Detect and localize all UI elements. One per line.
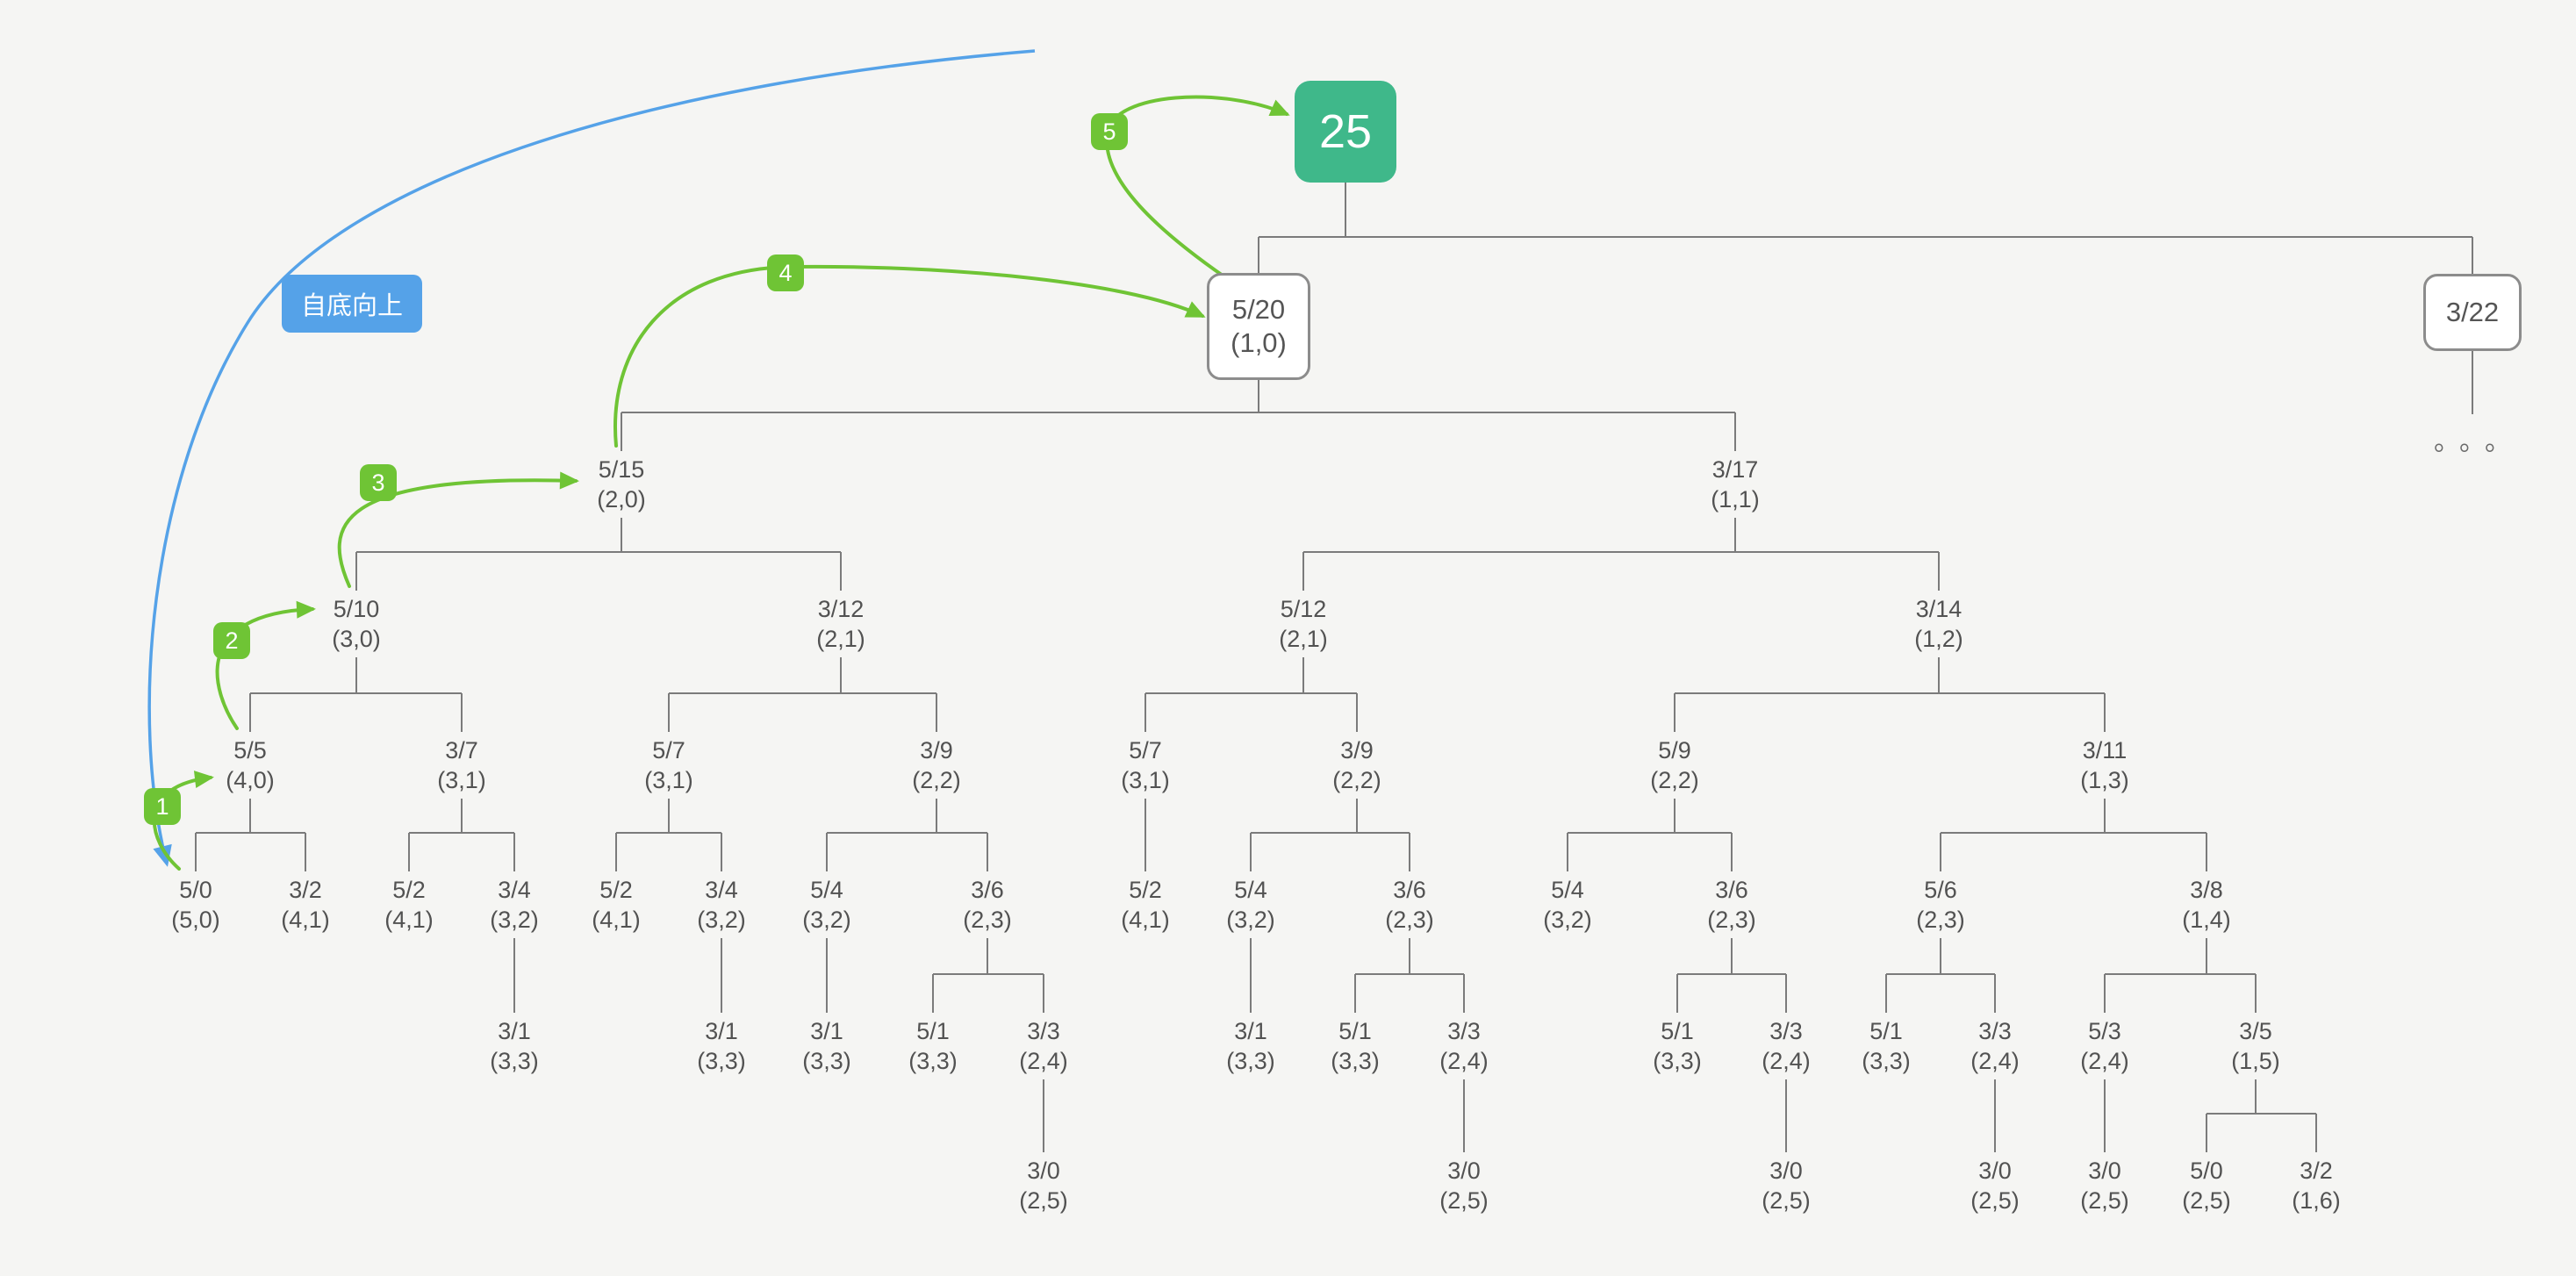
tree-node: 3/1(3,3) bbox=[697, 1018, 746, 1074]
tree-node: 5/2(4,1) bbox=[384, 877, 434, 933]
tree-node: 3/9(2,2) bbox=[1332, 737, 1381, 793]
tree-node: 5/6(2,3) bbox=[1916, 877, 1965, 933]
tree-node: 5/7(3,1) bbox=[644, 737, 693, 793]
tree-node: 5/10(3,0) bbox=[332, 596, 381, 652]
tree-node: 5/0(2,5) bbox=[2182, 1158, 2231, 1214]
tree-node: 3/0(2,5) bbox=[1439, 1158, 1489, 1214]
tree-node: 3/14(1,2) bbox=[1914, 596, 1963, 652]
tree-node: 5/5(4,0) bbox=[226, 737, 275, 793]
bottom-up-arrow bbox=[147, 49, 1036, 867]
tree-node: 3/6(2,3) bbox=[1385, 877, 1434, 933]
tree-node: 5/4(3,2) bbox=[1226, 877, 1275, 933]
tree-node: 3/5(1,5) bbox=[2231, 1018, 2280, 1074]
ellipsis: 。。。 bbox=[2434, 427, 2523, 456]
tree-node: 3/0(2,5) bbox=[2080, 1158, 2129, 1214]
tree-node: 5/4(3,2) bbox=[1543, 877, 1592, 933]
tree-node: 3/3(2,4) bbox=[1762, 1018, 1811, 1074]
tree-node: 3/11(1,3) bbox=[2080, 737, 2129, 793]
tree-node: 3/3(2,4) bbox=[1019, 1018, 1068, 1074]
step-badge-5: 5 bbox=[1091, 113, 1128, 150]
tree-node: 3/12(2,1) bbox=[816, 596, 865, 652]
tree-node: 5/1(3,3) bbox=[1862, 1018, 1911, 1074]
tree-node: 5/4(3,2) bbox=[802, 877, 851, 933]
tree-node: 3/4(3,2) bbox=[490, 877, 539, 933]
step-badge-4: 4 bbox=[767, 254, 804, 291]
step-arrow-5 bbox=[1105, 95, 1290, 279]
root-node: 25 bbox=[1295, 81, 1396, 183]
tree-node: 3/7(3,1) bbox=[437, 737, 486, 793]
tree-edges bbox=[195, 183, 2473, 1152]
tree-node: 3/6(2,3) bbox=[963, 877, 1012, 933]
tree-node: 5/0(5,0) bbox=[171, 877, 220, 933]
tree-node: 5/3(2,4) bbox=[2080, 1018, 2129, 1074]
step-badge-3: 3 bbox=[360, 464, 397, 501]
tree-node: 3/1(3,3) bbox=[1226, 1018, 1275, 1074]
tree-node: 3/1(3,3) bbox=[490, 1018, 539, 1074]
step-arrow-3 bbox=[337, 471, 579, 588]
tree-node: 5/2(4,1) bbox=[592, 877, 641, 933]
tree-node: 5/7(3,1) bbox=[1121, 737, 1170, 793]
tree-node: 5/1(3,3) bbox=[1331, 1018, 1380, 1074]
tree-node: 3/8(1,4) bbox=[2182, 877, 2231, 933]
tree-node: 3/0(2,5) bbox=[1762, 1158, 1811, 1214]
tree-node: 5/1(3,3) bbox=[1653, 1018, 1702, 1074]
tree-node: 3/2(1,6) bbox=[2292, 1158, 2341, 1214]
tree-node: 3/3(2,4) bbox=[1439, 1018, 1489, 1074]
tree-node: 5/15(2,0) bbox=[597, 456, 646, 513]
tree-node: 3/0(2,5) bbox=[1970, 1158, 2020, 1214]
step-badge-2: 2 bbox=[213, 622, 250, 659]
tree-node: 3/2(4,1) bbox=[281, 877, 330, 933]
tree-node: 3/17(1,1) bbox=[1711, 456, 1760, 513]
tree-node: 3/22 bbox=[2423, 274, 2522, 351]
step-arrow-4 bbox=[614, 264, 1206, 448]
tree-node: 5/20(1,0) bbox=[1207, 273, 1310, 380]
tree-node: 3/9(2,2) bbox=[912, 737, 961, 793]
tree-node: 3/6(2,3) bbox=[1707, 877, 1756, 933]
tree-node: 5/12(2,1) bbox=[1279, 596, 1328, 652]
tree-node: 3/0(2,5) bbox=[1019, 1158, 1068, 1214]
tree-node: 3/3(2,4) bbox=[1970, 1018, 2020, 1074]
tree-node: 3/1(3,3) bbox=[802, 1018, 851, 1074]
tree-node: 3/4(3,2) bbox=[697, 877, 746, 933]
tree-node: 5/9(2,2) bbox=[1650, 737, 1699, 793]
tree-node: 5/1(3,3) bbox=[908, 1018, 958, 1074]
tree-node: 5/2(4,1) bbox=[1121, 877, 1170, 933]
step-badge-1: 1 bbox=[144, 788, 181, 825]
bottom-up-label: 自底向上 bbox=[281, 275, 423, 333]
